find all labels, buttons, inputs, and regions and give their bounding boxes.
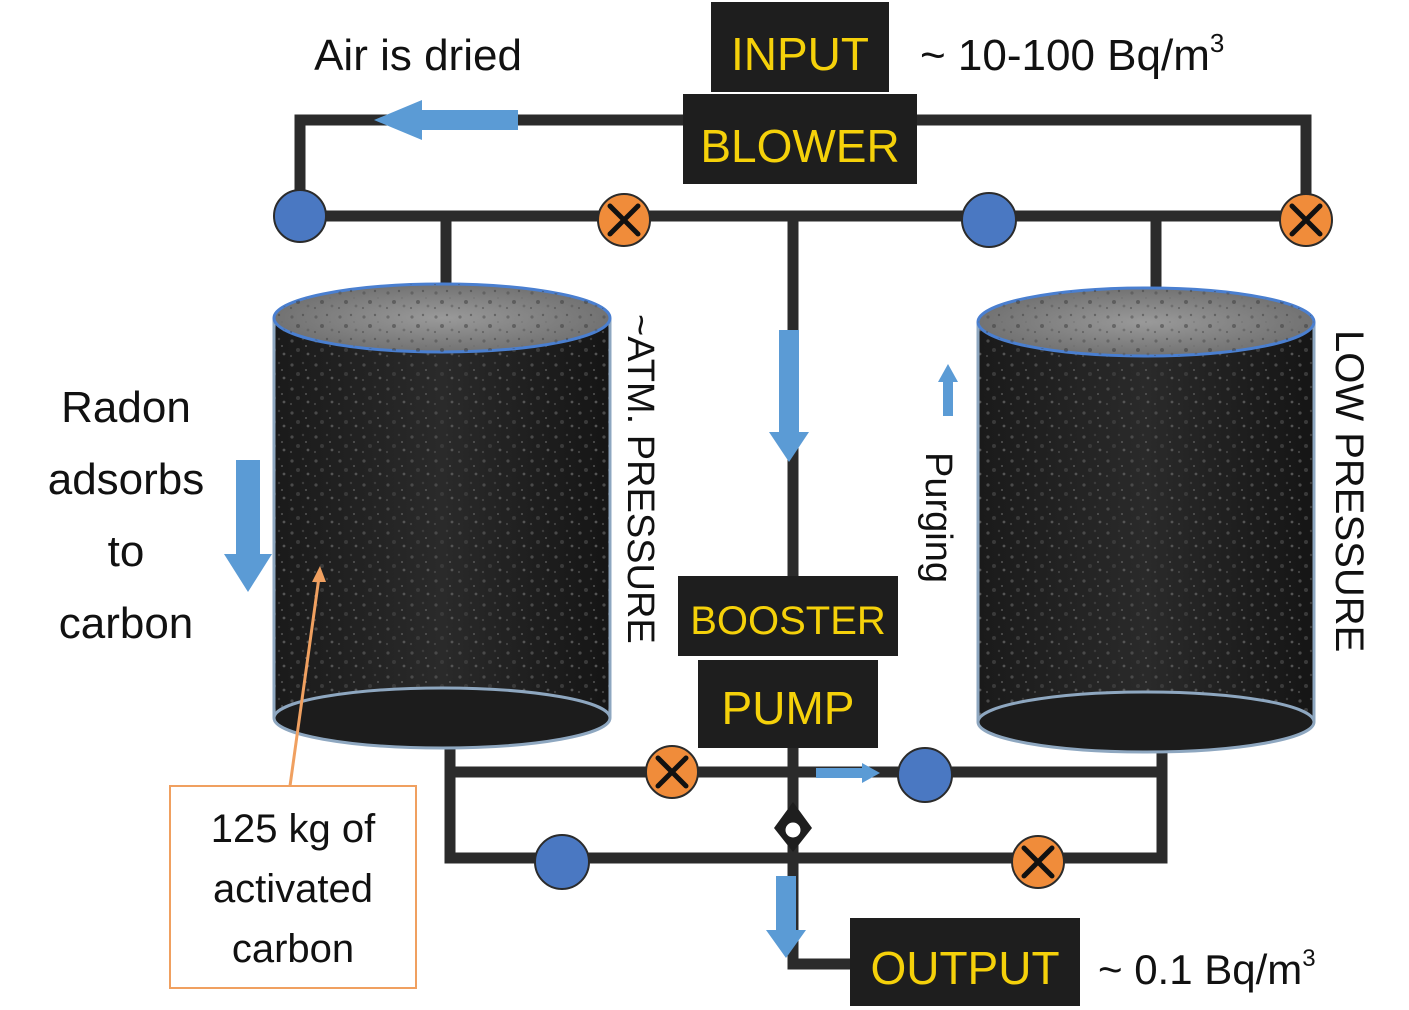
output-box-label: OUTPUT xyxy=(870,942,1059,994)
radon-adsorbs-line: adsorbs xyxy=(48,455,205,504)
carbon-mass-line: activated xyxy=(213,867,373,911)
flow-arrow-down-center xyxy=(769,330,809,462)
booster-box-label: BOOSTER xyxy=(690,599,886,643)
left-carbon-vessel xyxy=(272,282,612,750)
check-valve-icon xyxy=(774,802,812,852)
flow-arrow-down-left xyxy=(224,460,272,592)
closed-valve-icon xyxy=(1011,835,1065,889)
flow-arrow-right-lower xyxy=(816,763,880,783)
open-valve-icon xyxy=(273,189,327,243)
output-concentration-label: ~ 0.1 Bq/m3 xyxy=(1098,945,1316,993)
closed-valve-icon xyxy=(1279,193,1333,247)
blower-box: BLOWER xyxy=(683,94,917,184)
blower-box-label: BLOWER xyxy=(700,120,899,172)
input-box-label: INPUT xyxy=(731,28,869,80)
flow-arrow-down-output xyxy=(766,876,806,958)
valves xyxy=(273,189,1333,890)
input-box: INPUT xyxy=(711,2,889,92)
open-valve-icon xyxy=(534,834,590,890)
carbon-mass-line: 125 kg of xyxy=(211,807,376,851)
atm-pressure-label: ~ATM. PRESSURE xyxy=(619,314,661,644)
carbon-mass-line: carbon xyxy=(232,927,354,971)
flow-arrow-left-top xyxy=(374,100,518,140)
input-concentration-label: ~ 10-100 Bq/m3 xyxy=(920,28,1224,80)
radon-adsorbs-label: Radon adsorbs to carbon xyxy=(48,383,205,648)
flow-arrow-up-purging xyxy=(938,364,958,416)
open-valve-icon xyxy=(897,747,953,803)
output-box: OUTPUT xyxy=(850,918,1080,1006)
low-pressure-label: LOW PRESSURE xyxy=(1327,330,1371,652)
pump-box-label: PUMP xyxy=(722,682,855,734)
radon-adsorbs-line: Radon xyxy=(61,383,191,432)
closed-valve-icon xyxy=(597,193,651,247)
open-valve-icon xyxy=(961,192,1017,248)
carbon-mass-callout: 125 kg of activated carbon xyxy=(169,566,417,989)
pump-box: PUMP xyxy=(698,660,878,748)
pipe-top-left xyxy=(294,114,696,220)
pipe-top-right xyxy=(909,114,1312,220)
closed-valve-icon xyxy=(645,745,699,799)
air-dried-label: Air is dried xyxy=(314,31,522,80)
radon-adsorbs-line: to xyxy=(108,527,145,576)
pipe-lower-header-2 xyxy=(444,766,1168,864)
callout-pointer xyxy=(288,569,322,787)
booster-box: BOOSTER xyxy=(678,576,898,656)
right-carbon-vessel xyxy=(976,286,1316,754)
radon-adsorbs-line: carbon xyxy=(59,599,194,648)
purging-label: Purging xyxy=(917,452,959,583)
